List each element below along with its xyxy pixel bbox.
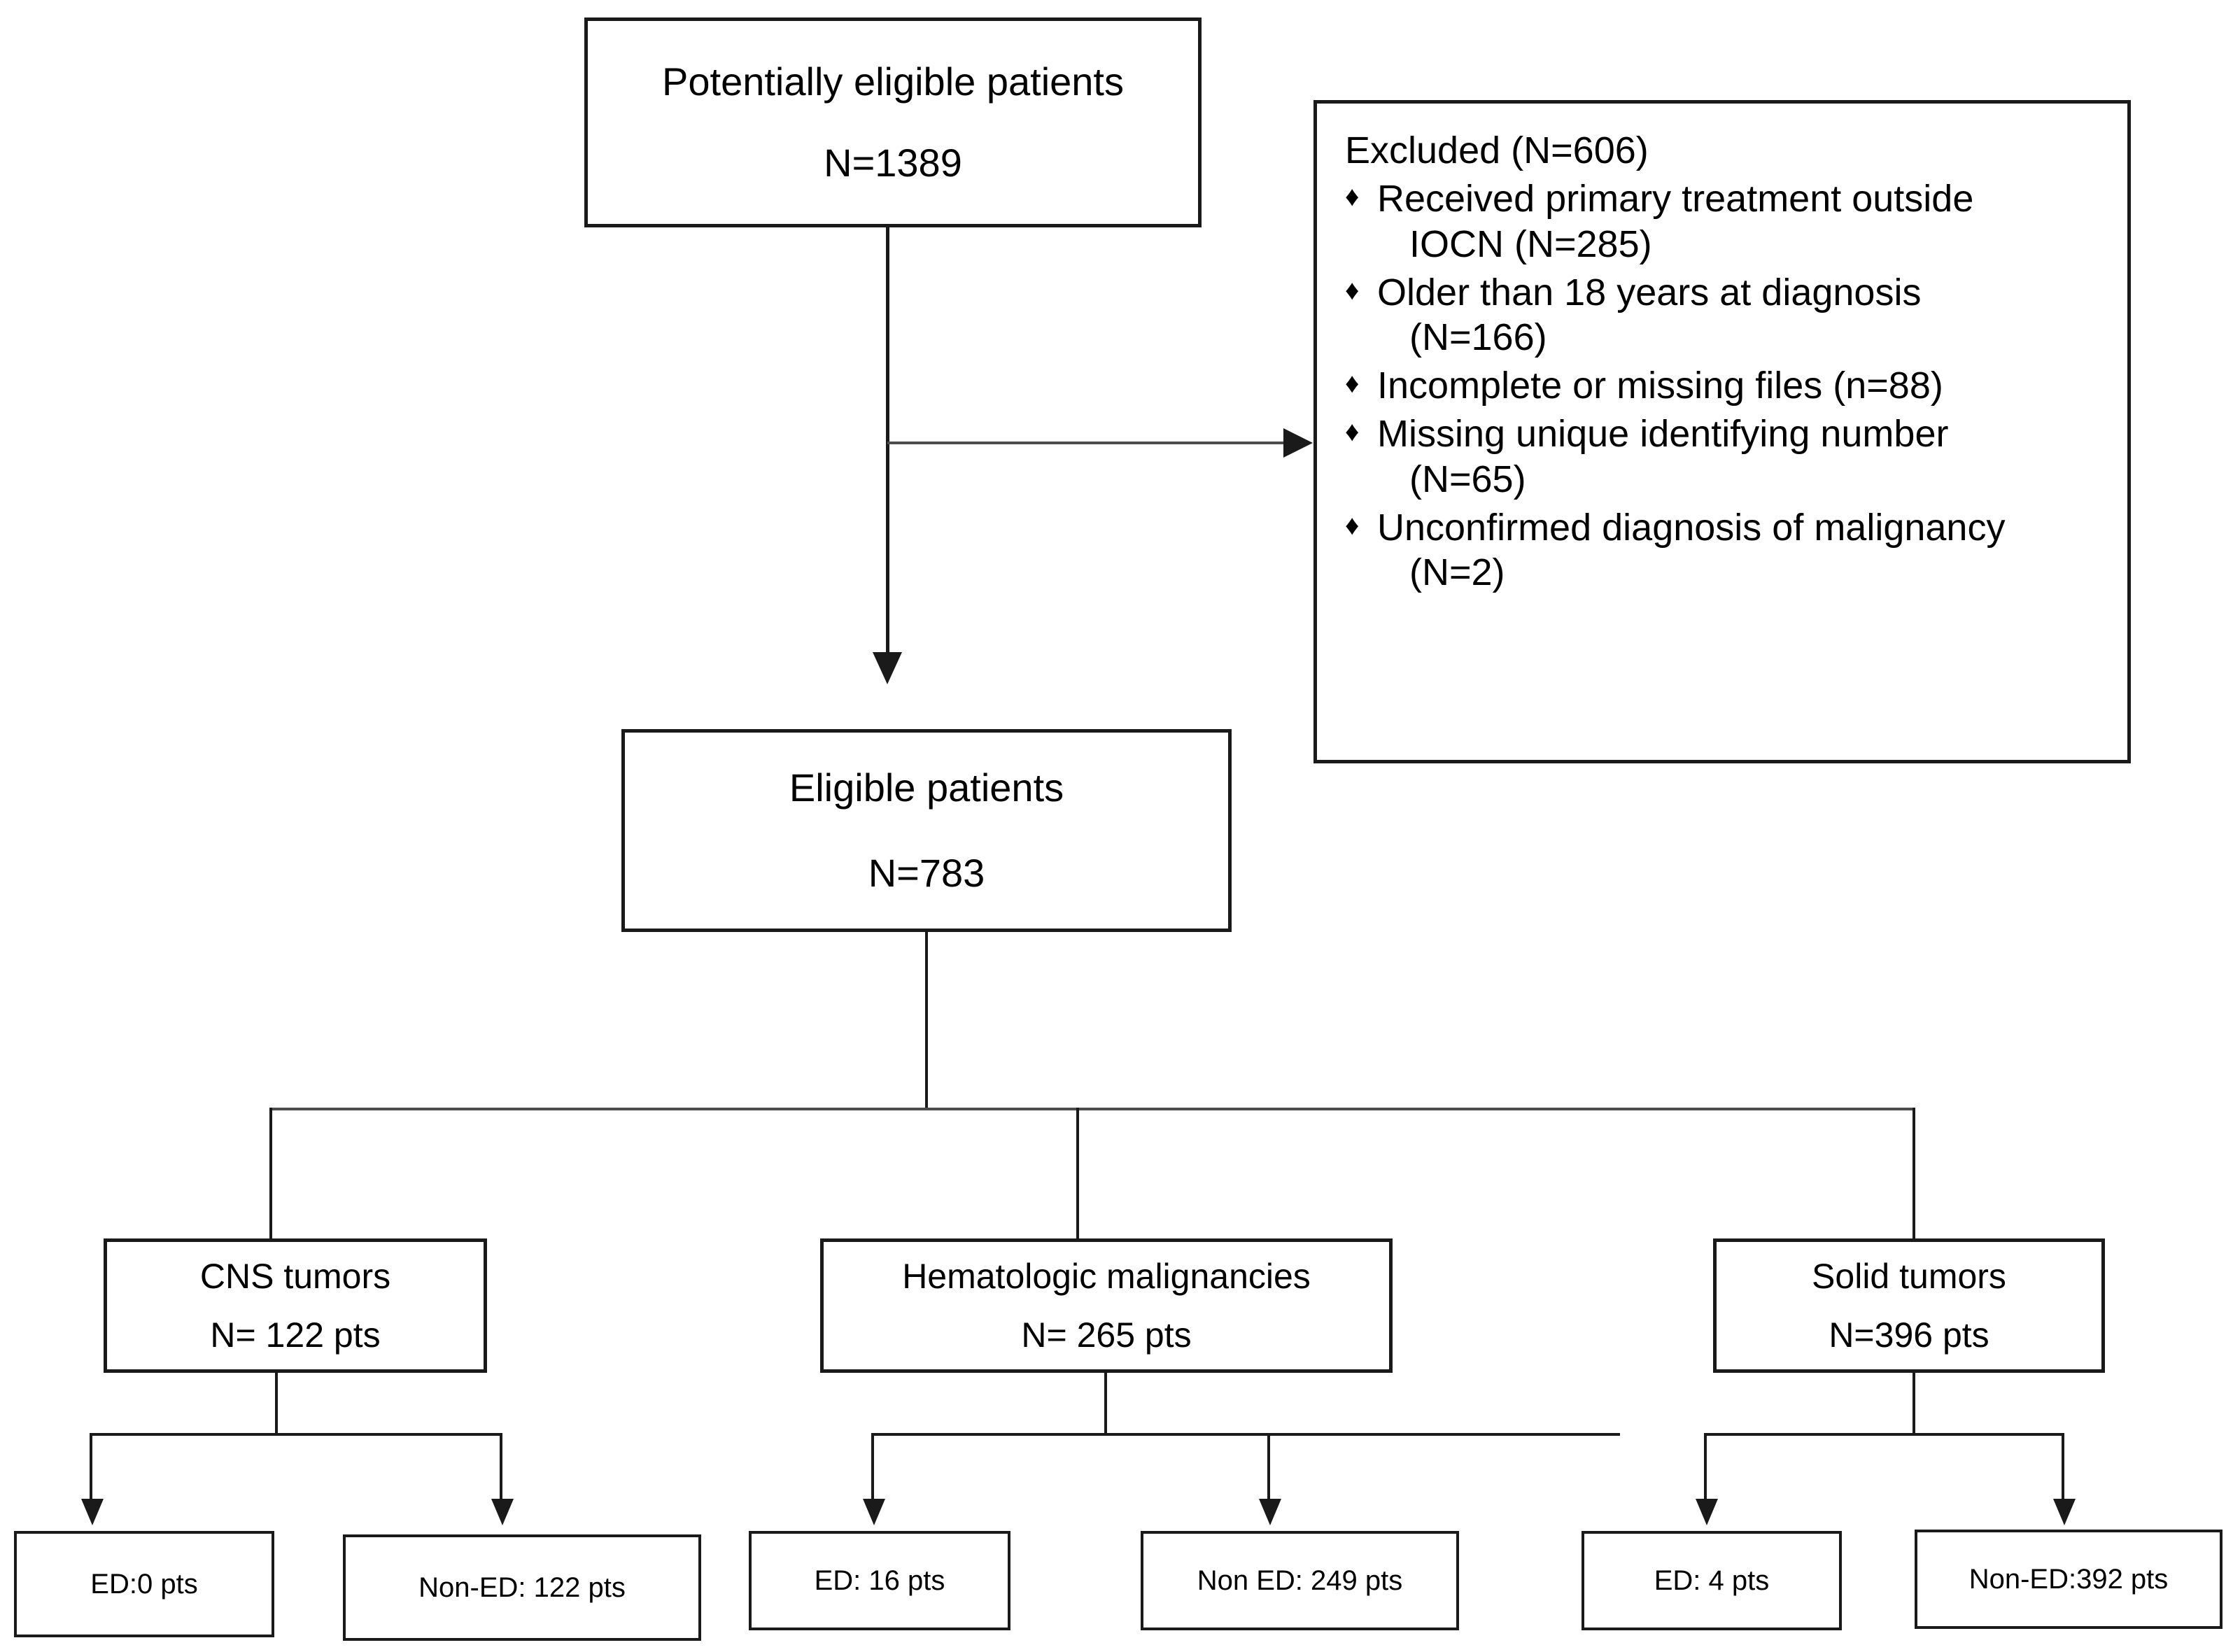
leaf-label: Non-ED: 122 pts — [418, 1572, 626, 1603]
leaf-label: ED: 16 pts — [814, 1565, 945, 1596]
connector-heme-split-bar — [871, 1433, 1620, 1436]
connector-heme-to-ed-arrowhead — [863, 1499, 885, 1525]
leaf-label: Non-ED:392 pts — [1968, 1564, 2169, 1595]
excluded-reason-list: ♦ Received primary treatment outside IOC… — [1345, 176, 2109, 598]
excluded-reason-text: Incomplete or missing files (n=88) — [1377, 363, 2109, 409]
connector-split-to-cns — [269, 1108, 272, 1241]
connector-cns-to-ed-arrowhead — [81, 1499, 104, 1525]
leaf-heme-ed: ED: 16 pts — [749, 1531, 1010, 1630]
list-item: ♦ Incomplete or missing files (n=88) — [1345, 363, 2109, 409]
node-excluded: Excluded (N=606) ♦ Received primary trea… — [1313, 100, 2131, 763]
connector-split-to-heme — [1076, 1108, 1079, 1241]
list-item: ♦ Unconfirmed diagnosis of malignancy (N… — [1345, 505, 2109, 596]
connector-solid-to-ed — [1704, 1433, 1707, 1503]
excluded-title: Excluded (N=606) — [1345, 129, 1649, 171]
reason-line-1: Unconfirmed diagnosis of malignancy — [1377, 506, 2006, 549]
connector-heme-stem — [1104, 1373, 1107, 1436]
connector-solid-to-nonED — [2062, 1433, 2064, 1503]
diamond-bullet-icon: ♦ — [1345, 368, 1360, 400]
list-item: ♦ Received primary treatment outside IOC… — [1345, 176, 2109, 267]
reason-line-2: (N=65) — [1409, 458, 1526, 500]
connector-cns-to-nonED-arrowhead — [491, 1499, 514, 1525]
connector-heme-to-nonED — [1267, 1433, 1270, 1503]
node-cns-tumors: CNS tumors N= 122 pts — [104, 1238, 487, 1373]
excluded-reason-text: Older than 18 years at diagnosis (N=166) — [1377, 270, 2109, 361]
connector-to-excluded-line — [887, 442, 1285, 444]
connector-solid-stem — [1913, 1373, 1915, 1436]
excluded-reason-text: Unconfirmed diagnosis of malignancy (N=2… — [1377, 505, 2109, 596]
connector-eligible-stem — [925, 932, 928, 1110]
node-title: Potentially eligible patients — [662, 59, 1124, 104]
reason-line-1: Missing unique identifying number — [1377, 413, 1949, 456]
diamond-bullet-icon: ♦ — [1345, 416, 1360, 448]
reason-line-1: Incomplete or missing files (n=88) — [1377, 365, 1943, 407]
connector-heme-to-nonED-arrowhead — [1259, 1499, 1281, 1525]
node-title: Solid tumors — [1812, 1256, 2006, 1296]
connector-solid-split-bar — [1704, 1433, 2064, 1436]
node-potentially-eligible-patients: Potentially eligible patients N=1389 — [584, 17, 1202, 227]
reason-line-2: (N=2) — [1409, 551, 1505, 594]
node-count: N= 265 pts — [1021, 1315, 1192, 1355]
connector-split-to-solid — [1913, 1108, 1915, 1241]
node-title: Eligible patients — [789, 765, 1064, 810]
reason-line-2: (N=166) — [1409, 316, 1547, 359]
leaf-solid-ed: ED: 4 pts — [1582, 1531, 1842, 1630]
leaf-label: ED: 4 pts — [1654, 1565, 1770, 1596]
node-eligible-patients: Eligible patients N=783 — [621, 729, 1232, 932]
diamond-bullet-icon: ♦ — [1345, 274, 1360, 306]
node-count: N=396 pts — [1829, 1315, 1989, 1355]
node-count: N= 122 pts — [210, 1315, 381, 1355]
node-count: N=783 — [868, 851, 985, 895]
node-title: Hematologic malignancies — [902, 1256, 1311, 1296]
reason-line-1: Older than 18 years at diagnosis — [1377, 271, 1922, 313]
connector-cns-to-ed — [90, 1433, 92, 1503]
leaf-heme-non-ed: Non ED: 249 pts — [1141, 1531, 1459, 1630]
node-title: CNS tumors — [199, 1256, 391, 1296]
reason-line-1: Received primary treatment outside — [1377, 178, 1974, 220]
node-hematologic-malignancies: Hematologic malignancies N= 265 pts — [820, 1238, 1393, 1373]
connector-to-excluded-arrowhead — [1283, 428, 1313, 458]
connector-cns-split-bar — [90, 1433, 502, 1436]
diamond-bullet-icon: ♦ — [1345, 509, 1360, 541]
leaf-solid-non-ed: Non-ED:392 pts — [1915, 1530, 2223, 1629]
node-solid-tumors: Solid tumors N=396 pts — [1713, 1238, 2105, 1373]
list-item: ♦ Older than 18 years at diagnosis (N=16… — [1345, 270, 2109, 361]
node-count: N=1389 — [824, 141, 962, 185]
connector-solid-to-nonED-arrowhead — [2053, 1499, 2076, 1525]
leaf-cns-ed: ED:0 pts — [14, 1531, 274, 1637]
excluded-reason-text: Received primary treatment outside IOCN … — [1377, 176, 2109, 267]
leaf-cns-non-ed: Non-ED: 122 pts — [343, 1534, 701, 1641]
diamond-bullet-icon: ♦ — [1345, 181, 1360, 213]
connector-cns-stem — [275, 1373, 278, 1436]
connector-cns-to-nonED — [500, 1433, 502, 1503]
connector-heme-to-ed — [871, 1433, 874, 1503]
connector-solid-to-ed-arrowhead — [1696, 1499, 1718, 1525]
connector-three-way-split-bar — [269, 1108, 1915, 1110]
reason-line-2: IOCN (N=285) — [1409, 223, 1652, 265]
list-item: ♦ Missing unique identifying number (N=6… — [1345, 411, 2109, 502]
leaf-label: ED:0 pts — [90, 1569, 198, 1600]
excluded-reason-text: Missing unique identifying number (N=65) — [1377, 411, 2109, 502]
connector-top-to-eligible-arrowhead — [873, 652, 902, 684]
leaf-label: Non ED: 249 pts — [1197, 1565, 1403, 1596]
